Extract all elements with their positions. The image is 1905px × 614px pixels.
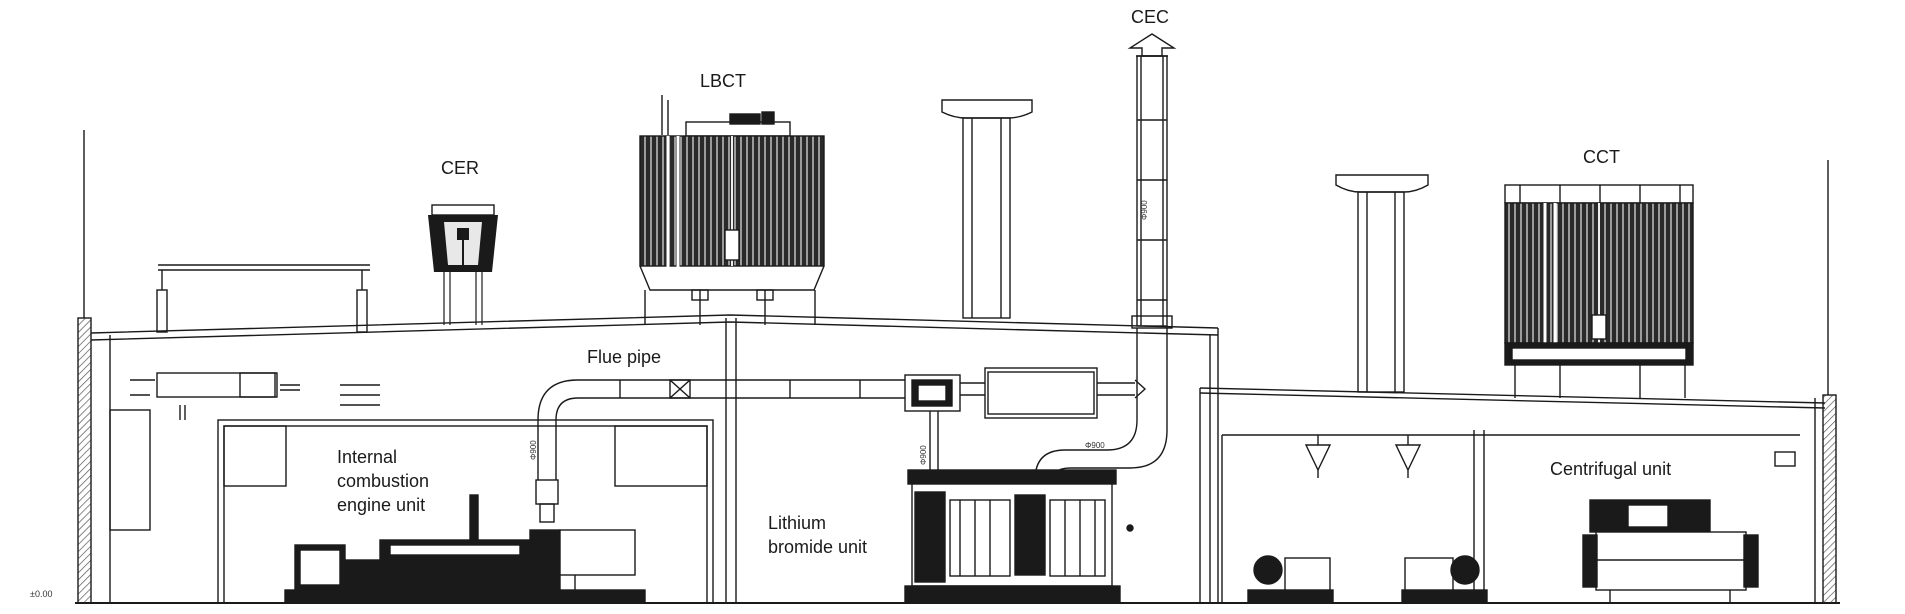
- pump-left: [1247, 555, 1334, 604]
- engine-flue: [535, 479, 559, 523]
- dim-elbow: Φ900: [1085, 441, 1105, 450]
- label-centrifugal: Centrifugal unit: [1550, 459, 1672, 479]
- flue-pipe: [537, 367, 1147, 480]
- flue-valve-assembly: [904, 374, 961, 470]
- label-elevation: ±0.00: [30, 589, 53, 599]
- dim-engine-flue: Φ900: [529, 440, 538, 460]
- right-wall: [1822, 394, 1837, 604]
- label-lbct: LBCT: [700, 71, 747, 91]
- right-roof: [1199, 387, 1826, 603]
- pump-right: [1401, 555, 1488, 604]
- cec-chimney: [1034, 33, 1177, 490]
- dim-cec: Φ900: [1140, 200, 1149, 220]
- engine-unit: [284, 494, 646, 604]
- lithium-bromide-unit: [904, 469, 1134, 604]
- cct-cooling-tower: [1504, 184, 1694, 398]
- main-roof: [90, 314, 1219, 603]
- label-engine-line1: Internal: [337, 447, 398, 467]
- dim-lithium-flue: Φ900: [919, 445, 928, 465]
- left-wall: [77, 317, 92, 604]
- label-lithium-line1: Lithium: [768, 513, 827, 533]
- lbct-cooling-tower: [639, 95, 825, 325]
- label-cer: CER: [441, 158, 480, 178]
- label-cct: CCT: [1583, 147, 1620, 167]
- stack-middle: [941, 99, 1033, 319]
- ceiling-fixtures: [1304, 435, 1796, 478]
- stack-right: [1335, 174, 1429, 393]
- building-walls: [77, 130, 1837, 604]
- label-cec: CEC: [1131, 7, 1170, 27]
- cer-unit: [428, 204, 498, 325]
- label-engine-line2: combustion: [337, 471, 430, 491]
- label-flue-pipe: Flue pipe: [587, 347, 662, 367]
- centrifugal-unit: [1582, 499, 1759, 603]
- label-engine-line3: engine unit: [337, 495, 426, 515]
- roof-frame-left: [109, 264, 380, 531]
- label-lithium-line2: bromide unit: [768, 537, 868, 557]
